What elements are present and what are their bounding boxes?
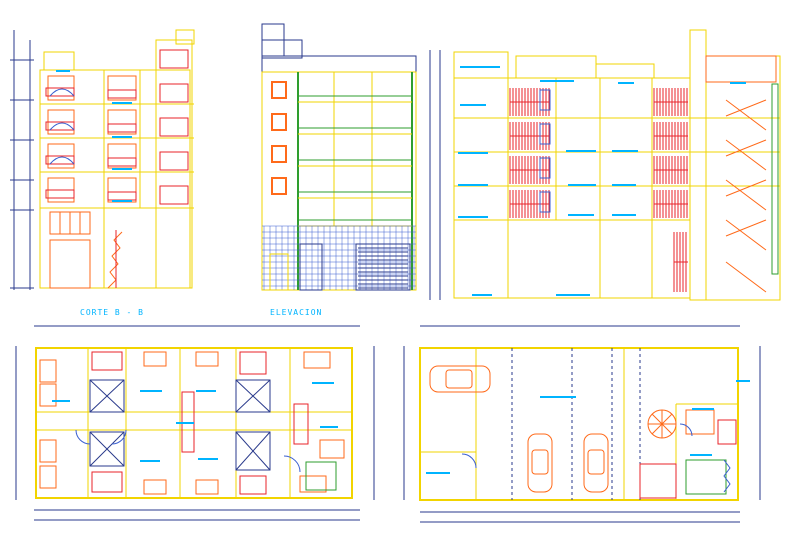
elevation-title: ELEVACION: [270, 308, 322, 317]
floor-plan-upper: [15, 325, 375, 521]
bed-icon: [39, 351, 345, 495]
staircase-icon: [725, 99, 767, 293]
spiral-stair-icon: [107, 230, 123, 289]
spiral-stair-plan-icon: [647, 409, 677, 439]
front-elevation-drawing: [261, 23, 417, 291]
section-title: CORTE B - B: [80, 308, 144, 317]
car-icon: [429, 365, 609, 493]
section-bb-drawing: [429, 29, 781, 301]
floor-plan-ground: [403, 325, 761, 523]
door-swing-icon: [75, 429, 301, 473]
section-a-drawing: [10, 29, 195, 290]
